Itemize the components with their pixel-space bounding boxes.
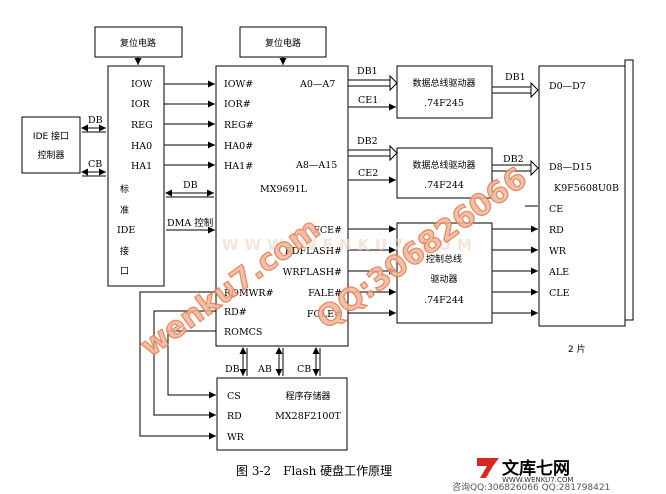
ctrl-to-flash-arrows — [492, 225, 538, 317]
dma-label: DMA 控制 — [167, 217, 213, 229]
mx-pin-iow: IOW# — [224, 79, 253, 90]
ce2-label: CE2 — [358, 168, 378, 179]
flash-pin-d0-d7: D0—D7 — [549, 81, 586, 92]
ide-controller-line2: 控制器 — [37, 149, 64, 161]
buf2-line1: 数据总线驱动器 — [412, 159, 475, 171]
flash-pin-rd: RD — [549, 225, 564, 236]
figure-caption: 图 3-2 Flash 硬盘工作原理 — [236, 463, 392, 478]
mx-pin-ha1: HA1# — [224, 161, 253, 172]
db1-out-label: DB1 — [505, 72, 526, 83]
prog-mem-line2: MX28F2100T — [275, 411, 341, 422]
mx-pin-rd: RD# — [224, 307, 247, 318]
mx-pin-fale: FALE# — [308, 288, 342, 299]
mx-pin-rdflash: RDFLASH# — [285, 246, 342, 257]
mx-progmem-cb-bus — [312, 347, 321, 376]
data-bus-driver-1-box — [396, 65, 493, 119]
program-memory-box — [216, 377, 348, 451]
prog-pin-wr: WR — [227, 432, 245, 443]
ide-vertical-1: 标 — [120, 183, 129, 195]
mx-pin-fcle: FCLE# — [307, 309, 342, 320]
bus-ab-label: AB — [257, 364, 272, 375]
mx-pin-reg: REG# — [224, 120, 254, 131]
ide-to-mx-arrows — [164, 80, 215, 169]
db2-out-label: DB2 — [503, 154, 524, 165]
site-logo: 文库七网 WWW.WENKU7.COM — [477, 458, 573, 484]
mx-pin-wrflash: WRFLASH# — [283, 267, 342, 278]
mx-pin-romwr: ROMWR# — [224, 288, 274, 299]
flash-pin-d8-d15: D8—D15 — [549, 162, 592, 173]
watermark-mid-url: WWW.WENKU7.COM — [222, 236, 478, 254]
buf1-line2: .74F245 — [424, 98, 464, 109]
flash-pin-ce: CE — [549, 204, 563, 215]
db2-bus-in — [348, 144, 398, 162]
flash-count: 2 片 — [568, 343, 586, 355]
watermark-qq-line: 咨询QQ:306826066 QQ:281798421 — [452, 481, 610, 493]
flash-chip-box — [538, 65, 626, 327]
reset-right-label: 复位电路 — [265, 37, 301, 49]
flash-chip-stack-outline — [624, 59, 634, 321]
db2-in-label: DB2 — [357, 136, 378, 147]
prog-mem-line1: 程序存储器 — [285, 390, 330, 402]
mx-pin-ha0: HA0# — [224, 141, 253, 152]
mx9691l-box — [215, 65, 349, 347]
bus-db-label: DB — [225, 364, 240, 375]
mx-pin-a0-a7: A0—A7 — [299, 79, 335, 90]
reset-circuit-left-box — [94, 26, 183, 58]
reset-left-label: 复位电路 — [120, 37, 156, 49]
ide-pin-ha1: HA1 — [131, 161, 152, 172]
ctrl-buf-line3: .74F244 — [424, 295, 464, 306]
ce1-label: CE1 — [358, 95, 378, 106]
reset-circuit-right-box — [239, 26, 327, 58]
flash-pin-ale: ALE — [548, 267, 569, 278]
ide-pin-ior: IOR — [131, 99, 151, 110]
buf2-line2: .74F244 — [424, 180, 464, 191]
ctrl-buf-line2: 驱动器 — [430, 274, 457, 285]
db1-in-label: DB1 — [357, 66, 378, 77]
ide-vertical-2: 准 — [120, 205, 129, 216]
ctrl-buf-line1: 控制总线 — [426, 253, 462, 265]
mx-progmem-db-bus — [239, 347, 248, 376]
db1-bus-in — [348, 74, 398, 92]
prog-pin-rd: RD — [227, 411, 242, 422]
db1-bus-out — [492, 81, 539, 99]
flash-pin-wr: WR — [549, 246, 567, 257]
ide-interface-box — [107, 65, 165, 287]
ide-cb-label: CB — [88, 159, 102, 170]
logo-url: WWW.WENKU7.COM — [502, 476, 573, 484]
ide-db-bus — [81, 124, 106, 133]
mx-to-ctrl-arrows — [348, 225, 396, 317]
mx-pin-ior: IOR# — [224, 99, 251, 110]
prog-pin-cs: CS — [227, 391, 241, 402]
mx-pin-fce: FCE# — [313, 225, 342, 236]
bus-cb-label: CB — [297, 364, 311, 375]
db2-bus-out — [492, 159, 539, 177]
logo-mark-icon — [477, 458, 499, 478]
ide-vertical-5: 口 — [120, 267, 129, 277]
buf1-line1: 数据总线驱动器 — [412, 77, 475, 89]
ide-mx-db-bus — [165, 189, 214, 198]
control-bus-driver-box — [396, 222, 493, 324]
mx-pin-romcs: ROMCS — [224, 327, 262, 338]
mid-db-label: DB — [183, 180, 198, 191]
ide-controller-line1: IDE 接口 — [33, 130, 69, 142]
ide-pin-ha0: HA0 — [131, 141, 152, 152]
flash-pin-cle: CLE — [549, 288, 570, 299]
ide-pin-iow: IOW — [131, 79, 153, 90]
logo-text: 文库七网 — [502, 458, 570, 479]
data-bus-driver-2-box — [396, 147, 493, 199]
ide-pin-reg: REG — [131, 120, 153, 131]
mx-progmem-ab-bus — [275, 347, 284, 376]
ide-controller-box — [21, 116, 81, 174]
mx-chip-name: MX9691L — [260, 184, 308, 195]
ide-cb-bus — [81, 168, 106, 177]
mx-pin-a8-a15: A8—A15 — [295, 160, 337, 171]
rom-control-lines — [139, 291, 216, 440]
ide-vertical-4: 接 — [120, 245, 129, 257]
ide-db-label: DB — [88, 115, 103, 126]
flash-chip-name: K9F5608U0B — [554, 183, 619, 194]
ide-vertical-3: IDE — [117, 225, 135, 236]
